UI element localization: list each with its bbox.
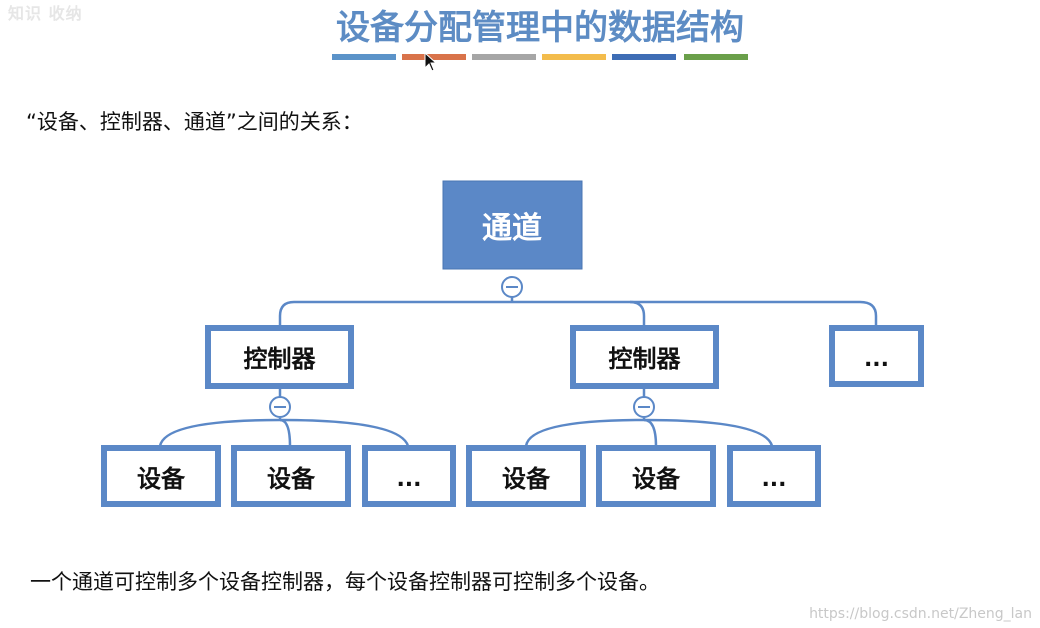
color-strip-segment-4 xyxy=(542,54,606,60)
device-label: 设备 xyxy=(267,465,316,493)
collapse-icon[interactable] xyxy=(269,396,291,418)
device-node: 设备 xyxy=(231,445,351,507)
color-strip-segment-3 xyxy=(472,54,536,60)
color-strip-segment-2 xyxy=(402,54,466,60)
controller-node-more: ... xyxy=(829,325,924,387)
channel-label: 通道 xyxy=(482,211,542,246)
ellipsis-label: ... xyxy=(864,347,889,372)
controller-label: 控制器 xyxy=(609,345,682,373)
footer-text: 一个通道可控制多个设备控制器，每个设备控制器可控制多个设备。 xyxy=(30,570,660,594)
device-node: 设备 xyxy=(596,445,716,507)
device-label: 设备 xyxy=(502,465,551,493)
logo: 知识 收纳 xyxy=(8,4,83,23)
device-node: 设备 xyxy=(101,445,221,507)
collapse-icon[interactable] xyxy=(633,396,655,418)
controller-node-1: 控制器 xyxy=(205,325,354,389)
controller-1-connectors xyxy=(158,388,410,447)
intro-text: “设备、控制器、通道”之间的关系： xyxy=(26,110,363,134)
controller-2-connectors xyxy=(524,388,774,447)
root-connectors xyxy=(278,288,878,326)
color-strip-segment-1 xyxy=(332,54,396,60)
collapse-icon[interactable] xyxy=(501,276,523,298)
controller-node-2: 控制器 xyxy=(570,325,719,389)
device-label: 设备 xyxy=(137,465,186,493)
color-strip-segment-5 xyxy=(612,54,676,60)
device-node: 设备 xyxy=(466,445,586,507)
color-strip-segment-6 xyxy=(684,54,748,60)
ellipsis-label: ... xyxy=(761,467,786,492)
device-node-more: ... xyxy=(362,445,456,507)
page-title: 设备分配管理中的数据结构 xyxy=(336,8,744,48)
device-label: 设备 xyxy=(632,465,681,493)
controller-label: 控制器 xyxy=(244,345,317,373)
channel-node: 通道 xyxy=(442,180,583,270)
device-node-more: ... xyxy=(727,445,821,507)
ellipsis-label: ... xyxy=(396,467,421,492)
mouse-cursor-icon xyxy=(424,52,438,72)
watermark: https://blog.csdn.net/Zheng_lan xyxy=(809,606,1032,622)
